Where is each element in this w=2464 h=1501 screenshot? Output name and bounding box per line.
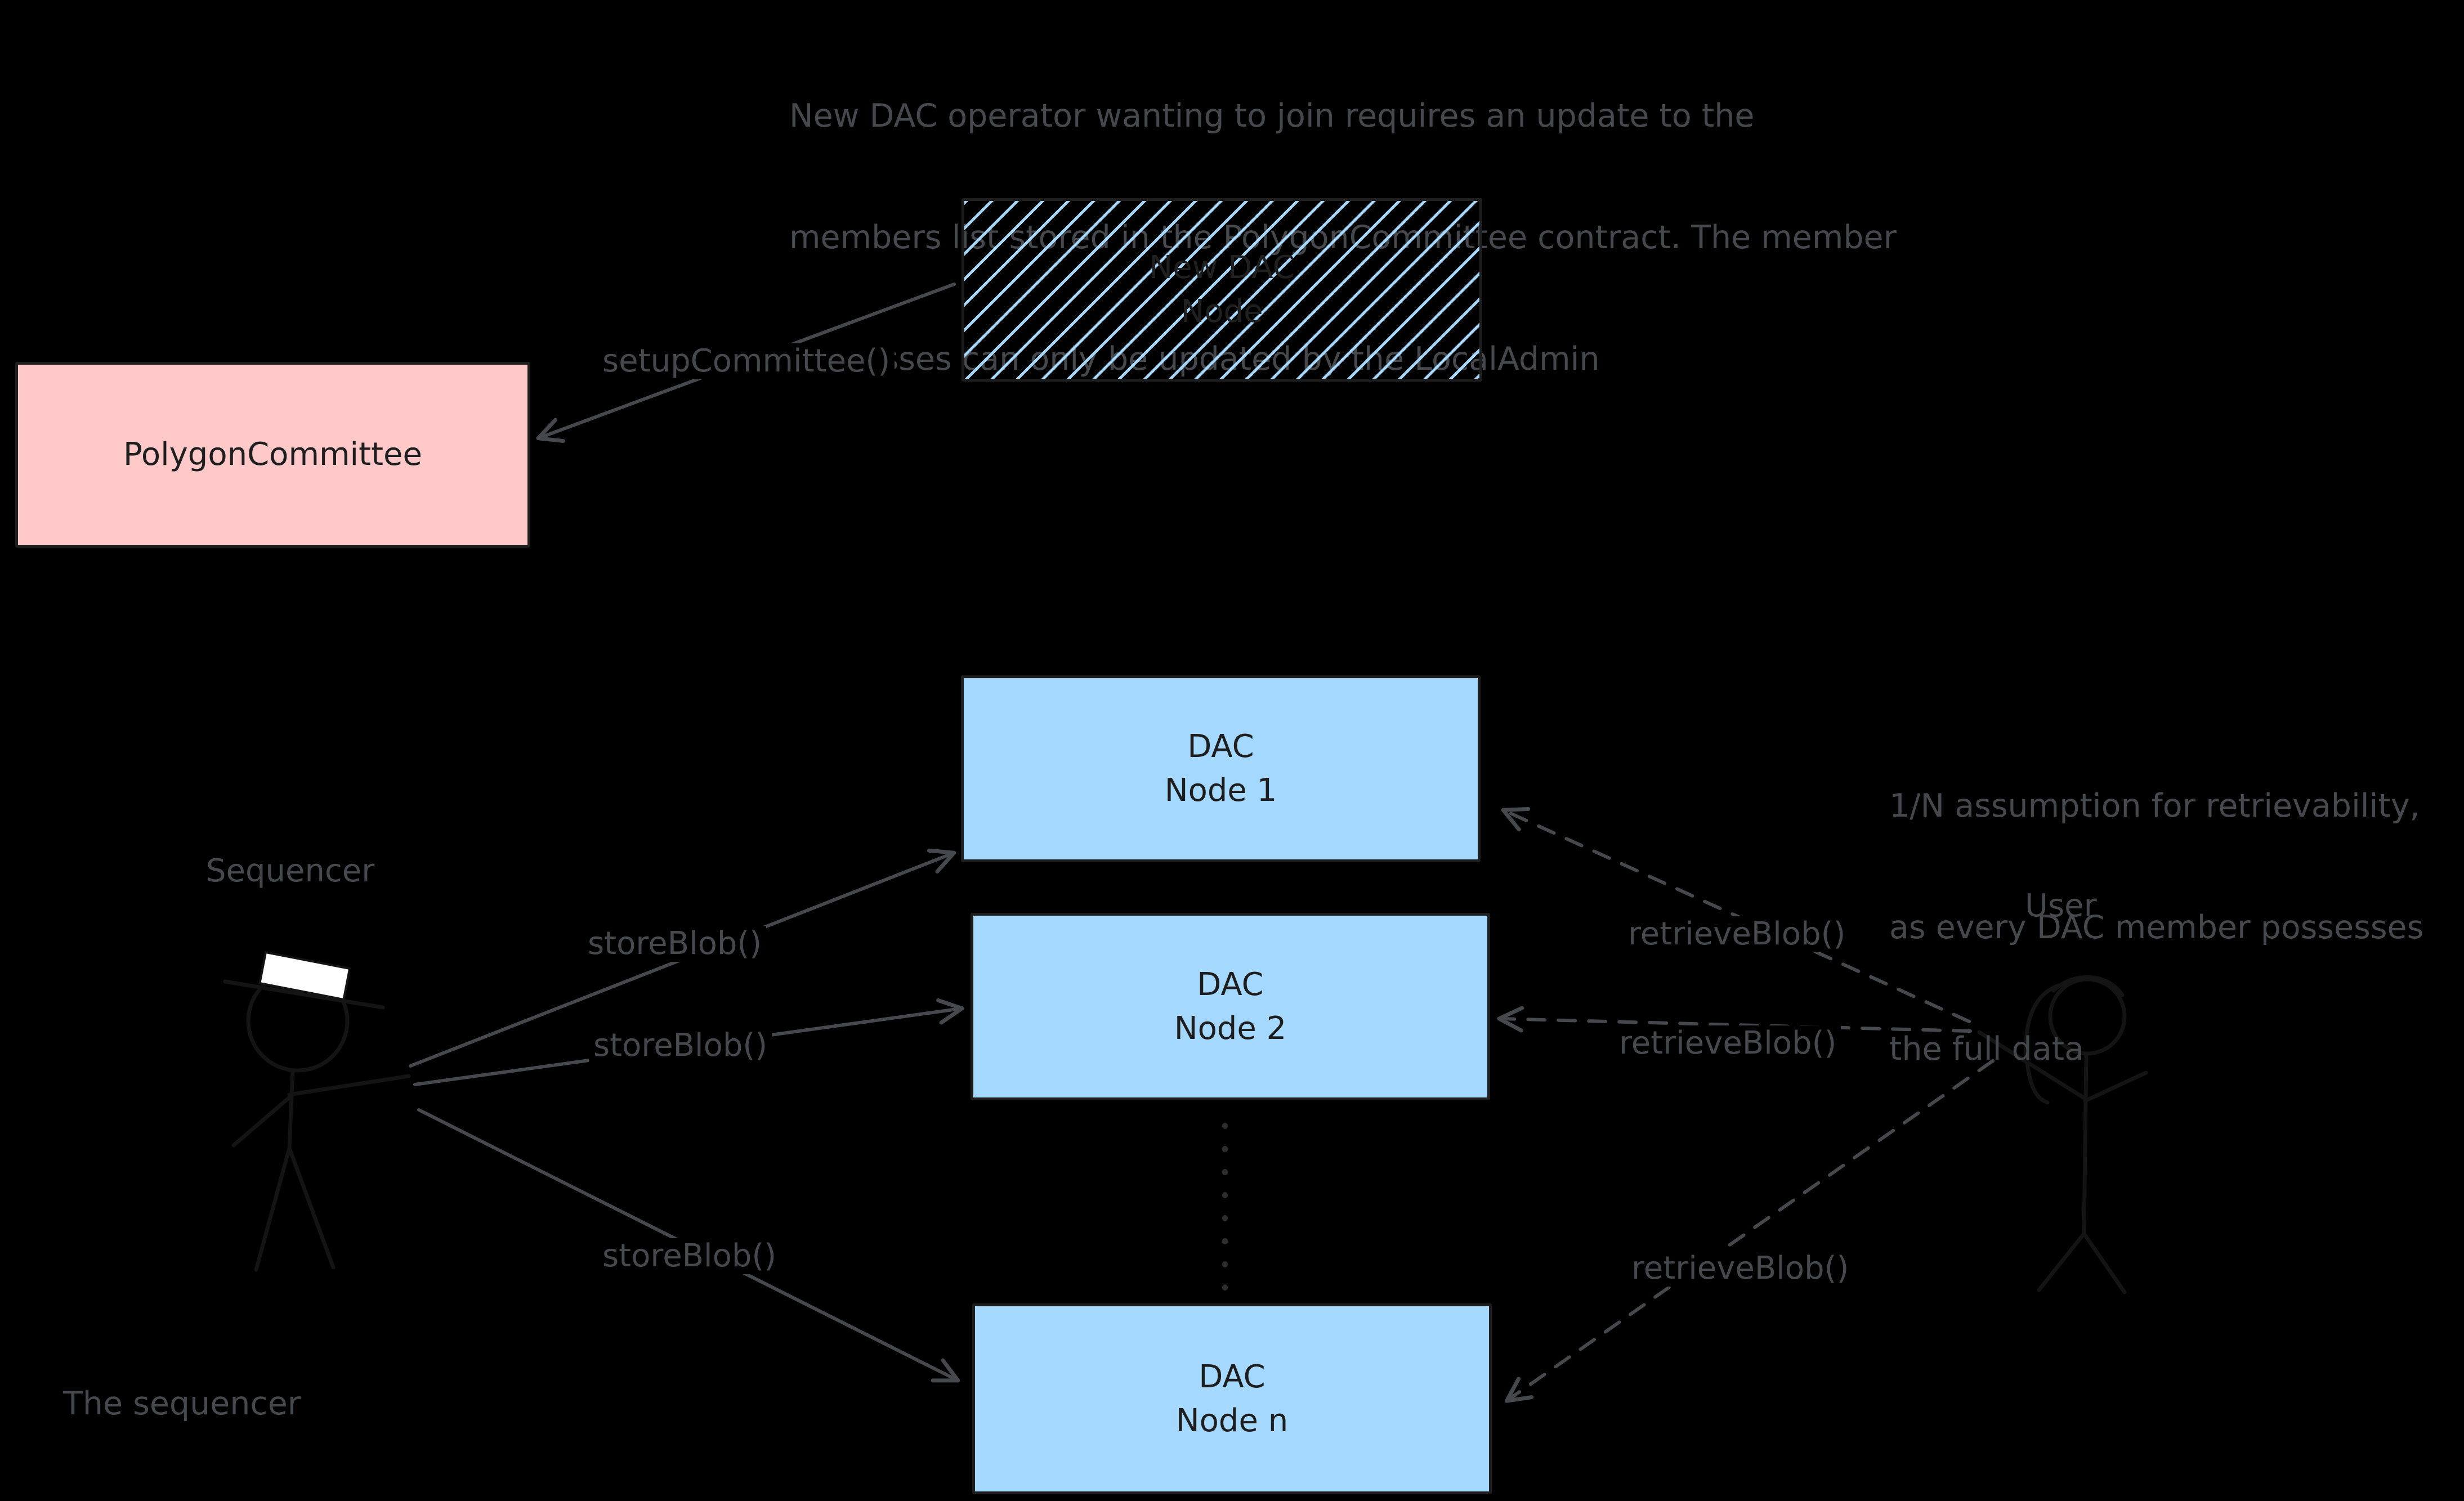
dac-node-n-box: DAC Node n [972, 1303, 1492, 1494]
store-blob-edge-label-3: storeBlob() [598, 1238, 781, 1274]
sequencer-note-line: The sequencer [63, 1385, 301, 1422]
retrieve-blob-arrow-2 [1497, 1006, 1972, 1033]
retrieve-blob-edge-label-1: retrieveBlob() [1624, 916, 1850, 952]
store-blob-edge-label-2: storeBlob() [589, 1028, 772, 1064]
store-blob-edge-label-1: storeBlob() [583, 926, 767, 962]
dac-node-n-label-line1: DAC [1199, 1358, 1265, 1395]
polygon-committee-box: PolygonCommittee [15, 362, 530, 548]
new-dac-node-label-line1: New DAC [1149, 249, 1295, 286]
retrieve-blob-arrow-3 [1504, 1059, 1995, 1403]
retrieve-blob-edge-label-3: retrieveBlob() [1627, 1251, 1854, 1287]
dac-node-2-label-line1: DAC [1197, 966, 1264, 1003]
sequencer-hat-highlight [258, 951, 351, 1001]
polygon-committee-label: PolygonCommittee [123, 436, 422, 473]
setup-committee-edge-label: setupCommittee() [598, 343, 895, 379]
user-label: User [2025, 888, 2097, 924]
dac-node-1-label-line1: DAC [1187, 728, 1254, 765]
dac-node-n-label-line2: Node n [1175, 1402, 1289, 1439]
retrieve-blob-arrow-1 [1501, 806, 1971, 1023]
retrieve-blob-edge-label-2: retrieveBlob() [1615, 1025, 1841, 1061]
new-dac-node-label-line2: Node [1180, 293, 1263, 330]
sequencer-label: Sequencer [206, 853, 375, 889]
dac-node-1-box: DAC Node 1 [961, 675, 1481, 862]
admin-note-line: New DAC operator wanting to join require… [789, 97, 1755, 135]
retrievability-note-line: as every DAC member possesses [1889, 909, 2424, 946]
retrievability-note-line: the full data [1889, 1030, 2085, 1068]
dac-node-1-label-line2: Node 1 [1164, 772, 1277, 809]
dac-node-2-label-line2: Node 2 [1174, 1010, 1287, 1047]
new-dac-node-box: New DAC Node [962, 198, 1482, 382]
sequencer-note: The sequencer sends full data to all mem… [63, 1302, 432, 1501]
retrievability-note-line: 1/N assumption for retrievability, [1889, 787, 2420, 825]
user-figure [1977, 975, 2148, 1294]
retrievability-note: 1/N assumption for retrievability, as ev… [1889, 705, 2423, 1150]
sequencer-figure [223, 969, 411, 1272]
dac-node-2-box: DAC Node 2 [971, 913, 1490, 1100]
